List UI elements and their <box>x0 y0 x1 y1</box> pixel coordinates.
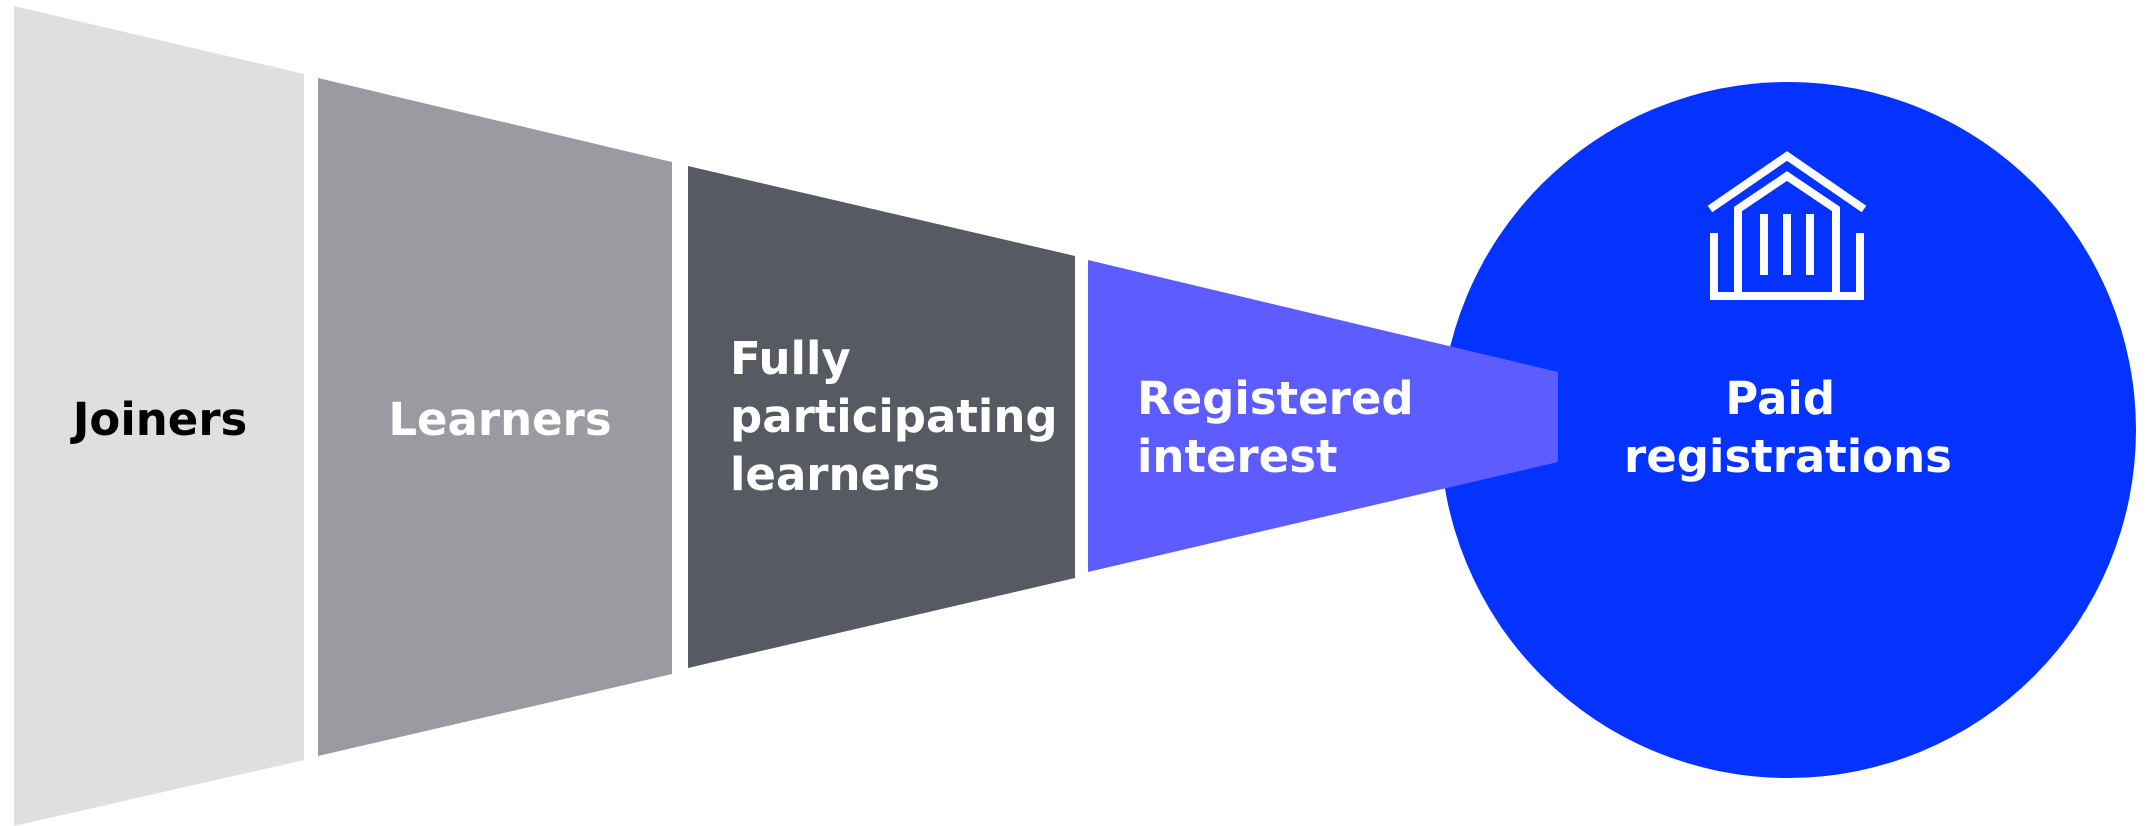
paid-registrations-circle <box>1440 82 2136 778</box>
paid-registrations-label: Paid registrations <box>1624 372 1952 483</box>
registered-interest-label: Registered interest <box>1137 372 1429 483</box>
learners-segment <box>318 78 672 756</box>
fully-participating-learners-label: Fully participating learners <box>730 332 1073 501</box>
registered-interest-segment <box>1088 260 1558 572</box>
joiners-label: Joiners <box>70 393 248 446</box>
joiners-segment <box>14 6 304 826</box>
institution-building-icon <box>1707 151 1867 300</box>
learners-label: Learners <box>388 393 611 446</box>
fully-participating-learners-segment <box>688 166 1075 668</box>
